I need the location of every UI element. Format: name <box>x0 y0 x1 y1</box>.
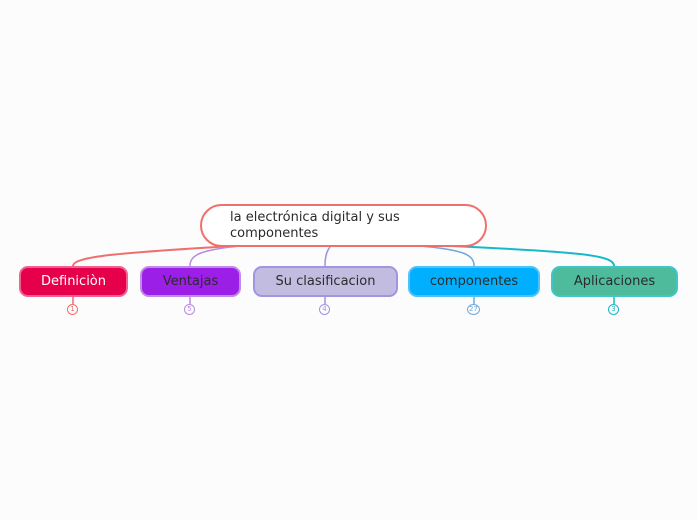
topic-label: Su clasificacion <box>275 274 376 289</box>
subtopic-count: 4 <box>322 305 327 313</box>
topic-componentes[interactable]: componentes <box>408 266 540 297</box>
topic-su-clasificacion[interactable]: Su clasificacion <box>253 266 398 297</box>
topic-label: Ventajas <box>162 274 219 289</box>
connector-componentes <box>419 245 475 267</box>
subtopic-count-badge[interactable]: 1 <box>67 304 78 315</box>
subtopic-count: 27 <box>469 305 478 313</box>
subtopic-count-badge[interactable]: 4 <box>319 304 330 315</box>
topic-definicion[interactable]: Definiciòn <box>19 266 128 297</box>
connector-clasificacion <box>324 246 331 267</box>
connector-aplicaciones <box>451 245 615 267</box>
subtopic-count-badge[interactable]: 3 <box>608 304 619 315</box>
connector-definicion <box>72 245 233 267</box>
topic-label: Definiciòn <box>41 274 106 289</box>
topic-label: componentes <box>429 274 519 289</box>
topic-label: Aplicaciones <box>573 274 656 289</box>
connector-ventajas <box>189 245 241 267</box>
central-topic-label: la electrónica digital y sus componentes <box>230 209 400 241</box>
subtopic-count: 3 <box>611 305 616 313</box>
central-topic[interactable]: la electrónica digital y sus componentes <box>200 204 487 247</box>
subtopic-count: 1 <box>70 305 75 313</box>
subtopic-count: 5 <box>187 305 192 313</box>
subtopic-count-badge[interactable]: 27 <box>467 304 480 315</box>
topic-aplicaciones[interactable]: Aplicaciones <box>551 266 678 297</box>
topic-ventajas[interactable]: Ventajas <box>140 266 241 297</box>
subtopic-count-badge[interactable]: 5 <box>184 304 195 315</box>
